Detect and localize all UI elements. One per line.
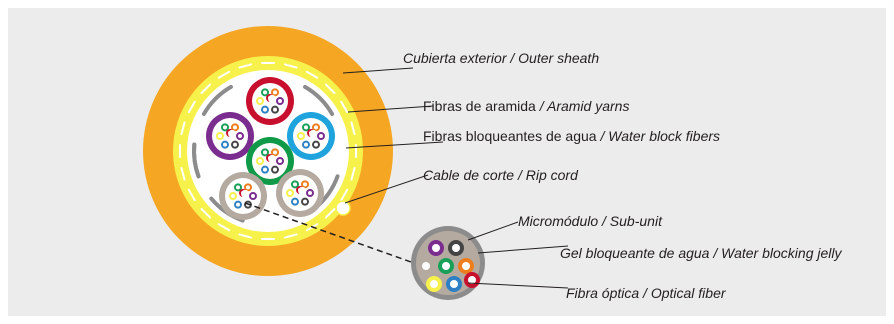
fiber	[231, 140, 239, 149]
water-block-fiber	[192, 142, 201, 179]
fiber	[261, 105, 269, 114]
label-sub-unit: Micromódulo / Sub-unit	[518, 213, 663, 229]
fiber	[261, 88, 269, 97]
optical-fiber-core	[462, 262, 470, 270]
detail-connector-line	[244, 202, 429, 269]
fiber	[312, 123, 320, 132]
label-aramid-yarns: Fibras de aramida / Aramid yarns	[423, 98, 629, 114]
fiber	[249, 192, 257, 200]
fiber	[317, 132, 325, 140]
fiber	[231, 123, 239, 132]
fiber-cable-cross-section-diagram: Cubierta exterior / Outer sheath Fibras …	[143, 26, 842, 301]
fiber	[216, 132, 224, 140]
fiber	[271, 88, 279, 97]
aramid-strand	[340, 100, 349, 114]
fiber	[297, 132, 305, 140]
fiber	[221, 123, 229, 132]
fiber	[234, 183, 242, 192]
fiber	[298, 186, 307, 195]
aramid-strand	[324, 207, 336, 219]
leader-aramid	[347, 105, 434, 113]
label-water-block-fibers: Fibras bloqueantes de agua / Water block…	[423, 128, 720, 144]
aramid-strand	[200, 207, 212, 219]
subunit-detail	[244, 202, 485, 300]
optical-fiber-core	[430, 280, 438, 288]
fiber	[309, 129, 318, 138]
fiber	[268, 94, 277, 103]
fiber	[256, 157, 264, 165]
fiber	[234, 200, 242, 209]
optical-fiber-core	[450, 280, 458, 288]
aramid-strand	[305, 70, 319, 79]
leader-rip-cord	[344, 174, 429, 204]
leader-outer-sheath	[342, 67, 414, 74]
fiber	[256, 97, 264, 105]
fiber	[271, 148, 279, 157]
fiber	[302, 123, 310, 132]
subunits	[206, 77, 335, 220]
aramid-strand	[238, 63, 253, 69]
optical-fiber-core	[432, 244, 440, 252]
aramid-strand	[350, 121, 356, 136]
aramid-strand	[340, 188, 349, 202]
aramid-strand	[283, 233, 298, 239]
fiber	[276, 157, 284, 165]
aramid-strand	[324, 83, 336, 95]
label-outer-sheath: Cubierta exterior / Outer sheath	[403, 50, 599, 66]
aramid-strand	[217, 223, 231, 232]
cable-cross-section	[143, 26, 393, 276]
label-optical-fiber: Fibra óptica / Optical fiber	[566, 285, 727, 301]
aramid-strand	[217, 70, 231, 79]
fiber	[268, 154, 277, 163]
fiber	[301, 180, 309, 189]
optical-fiber-core	[422, 262, 430, 270]
fiber	[236, 132, 244, 140]
fiber	[301, 197, 309, 206]
fiber	[291, 197, 299, 206]
leader-water-block	[345, 141, 444, 149]
fiber	[229, 192, 237, 200]
label-water-blocking-jelly: Gel bloqueante de agua / Water blocking …	[560, 245, 842, 261]
aramid-strand	[180, 166, 186, 181]
aramid-strand	[187, 100, 196, 114]
optical-fiber-core	[442, 262, 450, 270]
optical-fiber-core	[468, 276, 476, 284]
fiber	[271, 165, 279, 174]
aramid-strand	[200, 83, 212, 95]
leader-sub-unit	[467, 221, 519, 241]
fiber	[276, 97, 284, 105]
fiber	[271, 105, 279, 114]
label-rip-cord: Cable de corte / Rip cord	[423, 167, 579, 183]
optical-fibers	[418, 240, 480, 292]
fiber	[286, 189, 294, 197]
leader-jelly	[477, 245, 569, 254]
fiber	[302, 140, 310, 149]
aramid-strand	[180, 121, 186, 136]
fiber	[221, 140, 229, 149]
fiber	[241, 189, 250, 198]
aramid-strand	[283, 63, 298, 69]
rip-cord	[335, 200, 351, 216]
fiber	[261, 148, 269, 157]
fiber	[306, 189, 314, 197]
aramid-strand	[238, 233, 253, 239]
aramid-strand	[350, 166, 356, 181]
water-block-fiber	[303, 84, 335, 116]
fiber	[244, 183, 252, 192]
water-block-fiber	[201, 84, 233, 116]
aramid-strand	[187, 188, 196, 202]
fiber	[312, 140, 320, 149]
fiber	[228, 129, 237, 138]
fiber	[291, 180, 299, 189]
fiber	[261, 165, 269, 174]
leader-optical-fiber	[467, 282, 569, 289]
leader-lines	[342, 67, 569, 289]
optical-fiber-core	[452, 244, 460, 252]
